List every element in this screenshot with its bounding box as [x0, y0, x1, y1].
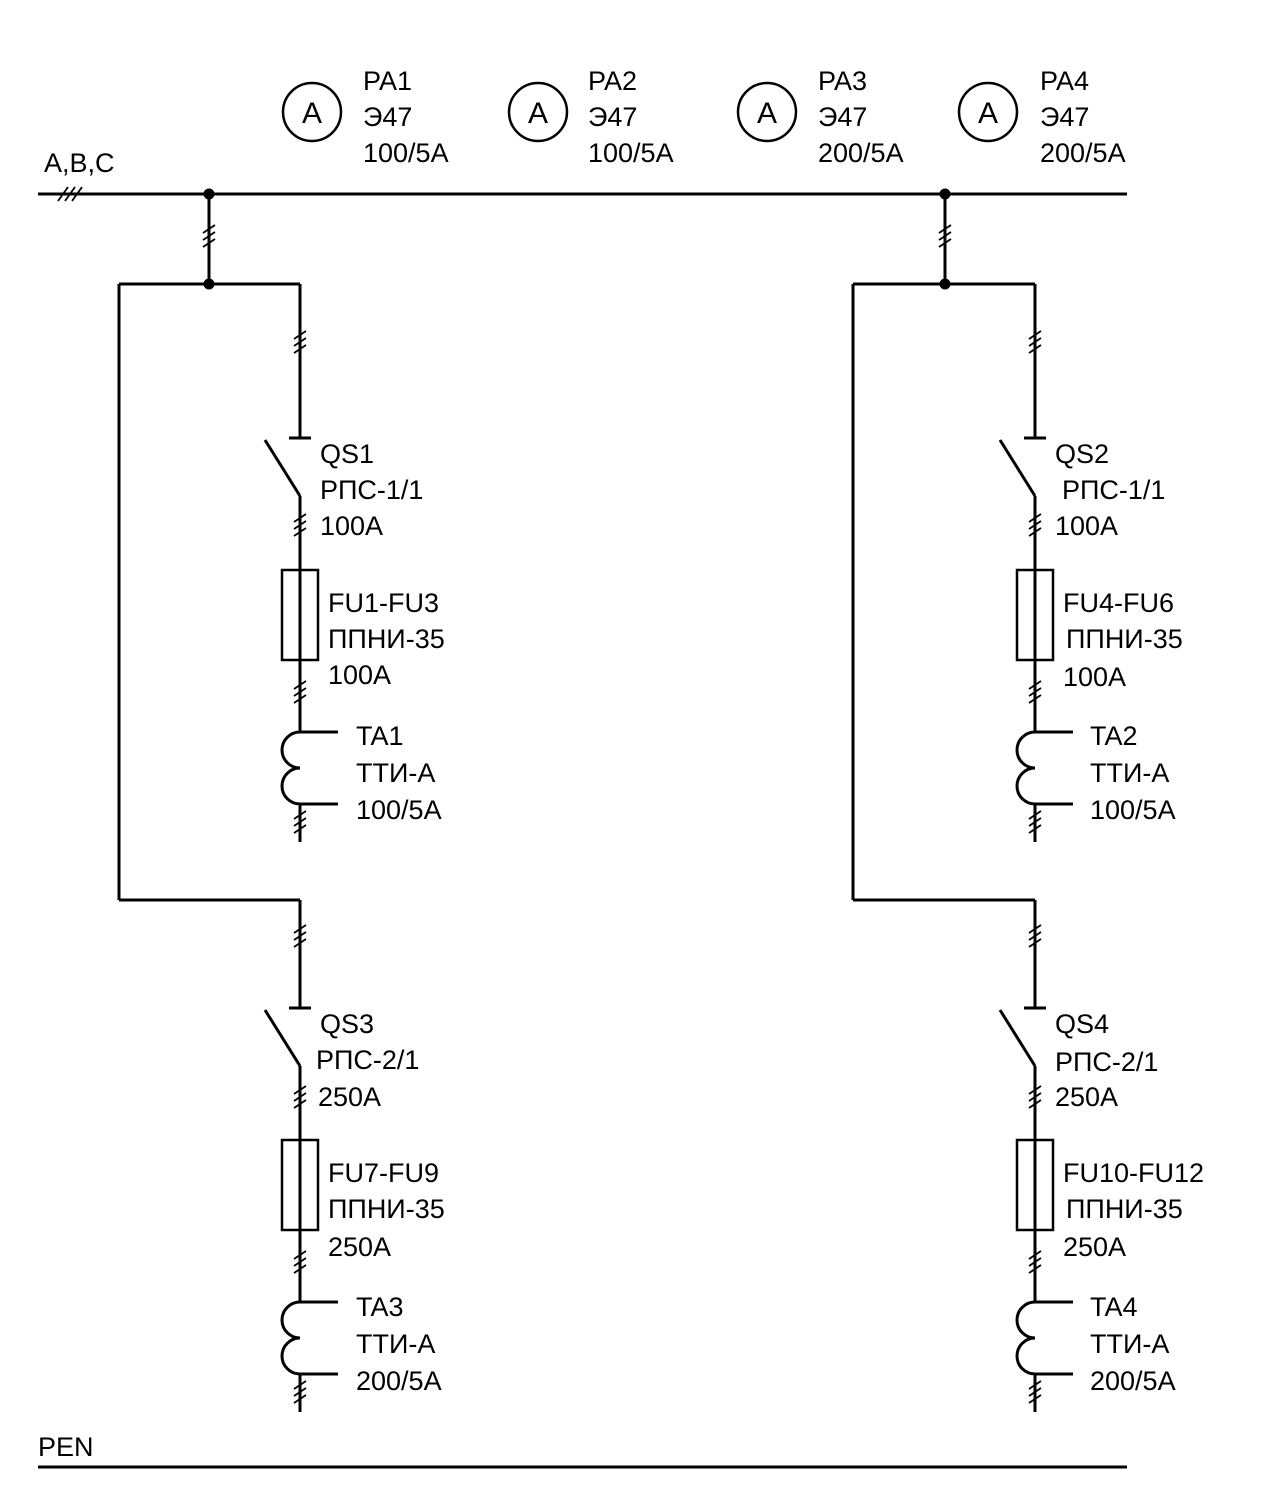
ammeter-rating: 100/5A — [363, 138, 449, 168]
three-phase-tick-mark — [938, 224, 952, 248]
phase-bus: A,B,C — [38, 148, 1127, 202]
ammeter-pa2: A PA2 Э47 100/5A — [507, 66, 674, 168]
switch-type: РПС-2/1 — [1055, 1047, 1158, 1077]
switch-type: РПС-1/1 — [1062, 475, 1165, 505]
fuse-type: ППНИ-35 — [328, 624, 445, 654]
fuse-rating: 250A — [1063, 1232, 1126, 1262]
three-phase-tick-mark — [293, 513, 307, 537]
three-phase-tick-mark — [202, 224, 216, 248]
branch-1: QS1 РПС-1/1 100A FU1-FU3 ППНИ-35 100A TA… — [263, 436, 445, 842]
ammeter-symbol: A — [978, 97, 998, 130]
switch-qs2: QS2 РПС-1/1 100A — [998, 436, 1165, 570]
transformer-id: TA4 — [1090, 1292, 1138, 1322]
three-phase-tick-mark — [57, 186, 83, 202]
fuse-id: FU7-FU9 — [328, 1158, 439, 1188]
three-phase-tick-mark — [1028, 1250, 1042, 1274]
transformer-id: TA3 — [356, 1292, 404, 1322]
fuse-id: FU4-FU6 — [1063, 588, 1174, 618]
transformer-rating: 100/5A — [1090, 795, 1176, 825]
ammeter-id: PA1 — [363, 66, 412, 96]
transformer-id: TA1 — [356, 721, 404, 751]
current-transformer-ta4: TA4 ТТИ-А 200/5A — [1015, 1292, 1176, 1412]
three-phase-tick-mark — [1028, 680, 1042, 704]
switch-id: QS3 — [320, 1009, 374, 1039]
transformer-rating: 200/5A — [1090, 1366, 1176, 1396]
ammeter-symbol: A — [528, 97, 548, 130]
ammeter-rating: 200/5A — [1040, 138, 1126, 168]
ammeter-rating: 200/5A — [818, 138, 904, 168]
phase-bus-label: A,B,C — [44, 148, 115, 178]
fuse-fu1-fu3: FU1-FU3 ППНИ-35 100A — [280, 568, 445, 732]
fuse-rating: 250A — [328, 1232, 391, 1262]
ammeter-type: Э47 — [818, 102, 867, 132]
three-phase-tick-mark — [1028, 810, 1042, 834]
switch-type: РПС-2/1 — [316, 1045, 419, 1075]
transformer-id: TA2 — [1090, 721, 1138, 751]
ammeter-type: Э47 — [363, 102, 412, 132]
switch-type: РПС-1/1 — [320, 475, 423, 505]
fuse-fu4-fu6: FU4-FU6 ППНИ-35 100A — [1015, 568, 1183, 732]
switch-rating: 250A — [318, 1082, 381, 1112]
three-phase-tick-mark — [1028, 924, 1042, 948]
three-phase-tick-mark — [293, 1250, 307, 1274]
branch-4: QS4 РПС-2/1 250A FU10-FU12 ППНИ-35 250A … — [998, 1006, 1204, 1412]
ammeter-symbol: A — [302, 97, 322, 130]
branch-3: QS3 РПС-2/1 250A FU7-FU9 ППНИ-35 250A TA… — [263, 1006, 445, 1412]
ammeter-rating: 100/5A — [588, 138, 674, 168]
fuse-id: FU1-FU3 — [328, 588, 439, 618]
transformer-type: ТТИ-А — [356, 1329, 435, 1359]
transformer-type: ТТИ-А — [1090, 758, 1169, 788]
transformer-type: ТТИ-А — [356, 758, 435, 788]
left-feeder-wiring — [117, 194, 302, 1008]
fuse-rating: 100A — [1063, 662, 1126, 692]
ammeter-id: PA3 — [818, 66, 867, 96]
ammeter-pa4: A PA4 Э47 200/5A — [957, 66, 1126, 168]
switch-id: QS2 — [1055, 439, 1109, 469]
current-transformer-ta1: TA1 ТТИ-А 100/5A — [280, 721, 442, 842]
fuse-fu7-fu9: FU7-FU9 ППНИ-35 250A — [280, 1138, 445, 1302]
switch-id: QS4 — [1055, 1009, 1109, 1039]
three-phase-tick-mark — [293, 330, 307, 354]
current-transformer-ta3: TA3 ТТИ-А 200/5A — [280, 1292, 442, 1412]
ammeter-id: PA4 — [1040, 66, 1089, 96]
branch-2: QS2 РПС-1/1 100A FU4-FU6 ППНИ-35 100A TA… — [998, 436, 1183, 842]
switch-qs3: QS3 РПС-2/1 250A — [263, 1006, 419, 1140]
three-phase-tick-mark — [1028, 513, 1042, 537]
switch-qs4: QS4 РПС-2/1 250A — [998, 1006, 1158, 1140]
transformer-rating: 100/5A — [356, 795, 442, 825]
current-transformer-ta2: TA2 ТТИ-А 100/5A — [1015, 721, 1176, 842]
fuse-rating: 100A — [328, 660, 391, 690]
three-phase-tick-mark — [293, 924, 307, 948]
pen-label: PEN — [38, 1432, 94, 1462]
switch-rating: 250A — [1055, 1082, 1118, 1112]
three-phase-tick-mark — [1028, 1380, 1042, 1404]
switch-rating: 100A — [320, 511, 383, 541]
three-phase-tick-mark — [293, 680, 307, 704]
three-phase-tick-mark — [1028, 330, 1042, 354]
ammeter-type: Э47 — [588, 102, 637, 132]
ammeter-pa3: A PA3 Э47 200/5A — [736, 66, 904, 168]
three-phase-hash-marks — [202, 224, 1042, 1404]
three-phase-tick-mark — [293, 810, 307, 834]
ammeter-pa1: A PA1 Э47 100/5A — [281, 66, 449, 168]
ammeter-type: Э47 — [1040, 102, 1089, 132]
fuse-type: ППНИ-35 — [1066, 1194, 1183, 1224]
three-phase-tick-mark — [293, 1085, 307, 1109]
ammeter-id: PA2 — [588, 66, 637, 96]
fuse-id: FU10-FU12 — [1063, 1158, 1204, 1188]
ammeter-symbol: A — [757, 97, 777, 130]
three-phase-tick-mark — [293, 1380, 307, 1404]
three-phase-tick-mark — [1028, 1085, 1042, 1109]
switch-rating: 100A — [1055, 511, 1118, 541]
fuse-type: ППНИ-35 — [328, 1194, 445, 1224]
switch-qs1: QS1 РПС-1/1 100A — [263, 436, 423, 570]
fuse-fu10-fu12: FU10-FU12 ППНИ-35 250A — [1015, 1138, 1204, 1302]
transformer-rating: 200/5A — [356, 1366, 442, 1396]
fuse-type: ППНИ-35 — [1066, 624, 1183, 654]
right-feeder-wiring — [851, 194, 1037, 1008]
pen-conductor: PEN — [38, 1432, 1127, 1469]
switch-id: QS1 — [320, 439, 374, 469]
transformer-type: ТТИ-А — [1090, 1329, 1169, 1359]
